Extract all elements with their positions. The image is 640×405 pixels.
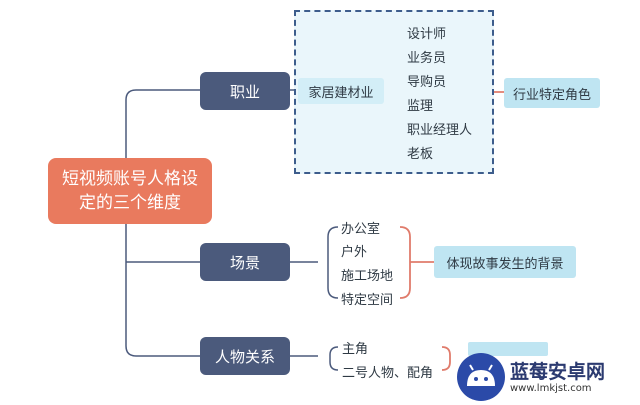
summary-relations-partial <box>468 342 548 356</box>
relation-supporting: 二号人物、配角 <box>342 366 434 381</box>
summary-scene: 体现故事发生的背景 <box>434 246 576 278</box>
scene-specific-space: 特定空间 <box>341 293 394 308</box>
root-node: 短视频账号人格设定的三个维度 <box>48 158 212 224</box>
role-salesperson: 业务员 <box>407 51 447 66</box>
scene-office: 办公室 <box>341 222 381 237</box>
category-career: 职业 <box>200 72 290 110</box>
watermark-text: 蓝莓安卓网 <box>510 361 606 383</box>
category-relations: 人物关系 <box>200 337 290 375</box>
relation-protagonist: 主角 <box>342 342 369 357</box>
role-designer: 设计师 <box>407 27 447 42</box>
scene-outdoor: 户外 <box>341 245 368 260</box>
role-supervisor: 监理 <box>407 99 434 114</box>
watermark-logo-icon <box>457 353 505 401</box>
summary-career: 行业特定角色 <box>504 78 600 108</box>
scene-construction-site: 施工场地 <box>341 269 394 284</box>
industry-node: 家居建材业 <box>298 78 384 104</box>
role-boss: 老板 <box>407 147 434 162</box>
watermark-url: www.lmkjst.com <box>510 383 592 394</box>
category-scene: 场景 <box>200 243 290 281</box>
role-shopping-guide: 导购员 <box>407 75 447 90</box>
role-manager: 职业经理人 <box>407 123 473 138</box>
